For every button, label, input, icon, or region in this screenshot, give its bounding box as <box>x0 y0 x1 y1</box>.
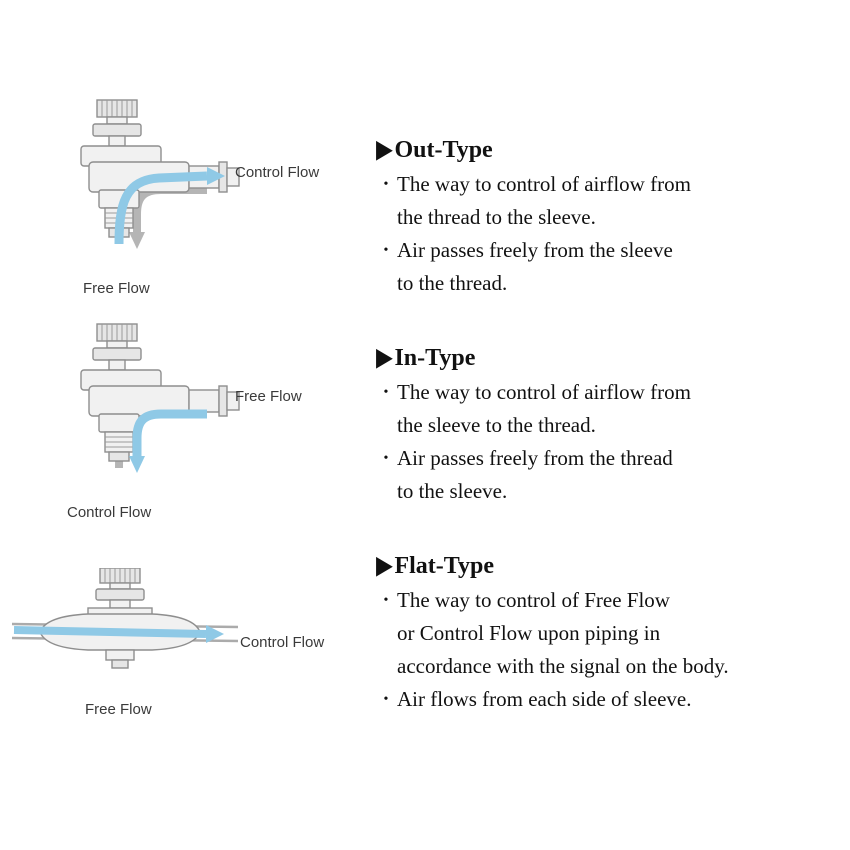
triangle-marker-icon: ▶ <box>376 137 393 163</box>
bullet-icon: • <box>383 243 389 258</box>
thread-lines <box>105 436 133 448</box>
flow-label-bottom: Free Flow <box>83 280 150 297</box>
bullet-line: accordance with the signal on the body. <box>397 654 729 678</box>
heading-label: Out-Type <box>394 137 493 163</box>
lock-nut <box>95 588 145 601</box>
flow-label-side: Free Flow <box>235 388 302 405</box>
bullet-item: • The way to control of Free Flow or Con… <box>375 584 825 683</box>
bullet-icon: • <box>383 692 389 707</box>
bullet-icon: • <box>383 385 389 400</box>
diagram-flat-type: Control Flow Free Flow <box>10 558 380 728</box>
section-heading: ▶In-Type <box>375 342 825 374</box>
triangle-marker-icon: ▶ <box>376 553 393 579</box>
triangle-marker-icon: ▶ <box>376 345 393 371</box>
bullet-line: the sleeve to the thread. <box>397 413 596 437</box>
control-flow-arrowhead <box>207 167 225 185</box>
bullet-line: the thread to the sleeve. <box>397 205 596 229</box>
heading-label: In-Type <box>394 345 476 371</box>
section-heading: ▶Out-Type <box>375 134 825 166</box>
sleeve-tip <box>226 167 240 187</box>
flow-label-bottom: Free Flow <box>85 701 152 718</box>
bullet-text: Air flows from each side of sleeve. <box>397 683 825 716</box>
knurl-lines <box>101 100 133 117</box>
bullet-icon: • <box>383 177 389 192</box>
bottom-hex <box>105 649 135 661</box>
text-flat-type: ▶Flat-Type • The way to control of Free … <box>375 550 825 716</box>
valve-elbow-out-icon <box>80 99 240 249</box>
free-flow-arrow <box>133 186 207 234</box>
sleeve-flange <box>218 385 228 417</box>
valve-elbow-in-icon <box>80 323 240 473</box>
bullet-item: • Air flows from each side of sleeve. <box>375 683 825 716</box>
bullet-text: Air passes freely from the thread to the… <box>397 442 825 508</box>
valve-body <box>80 99 240 238</box>
control-flow-arrowhead <box>129 456 145 473</box>
bullet-item: • The way to control of airflow from the… <box>375 168 825 234</box>
bullet-icon: • <box>383 451 389 466</box>
bullet-line: The way to control of airflow from <box>397 172 691 196</box>
bullet-text: The way to control of airflow from the s… <box>397 376 825 442</box>
diagram-out-type: Control Flow Free Flow <box>45 96 385 311</box>
control-flow-arrow <box>114 171 208 245</box>
valve-stem <box>108 359 126 371</box>
valve-stem <box>109 599 131 609</box>
flow-label-side: Control Flow <box>240 634 325 651</box>
bullet-line: The way to control of Free Flow <box>397 588 670 612</box>
bullet-line: The way to control of airflow from <box>397 380 691 404</box>
knurl-lines <box>101 324 133 341</box>
bullet-item: • The way to control of airflow from the… <box>375 376 825 442</box>
bullet-text: The way to control of Free Flow or Contr… <box>397 584 825 683</box>
knob-neck <box>106 340 128 349</box>
bullet-line: to the thread. <box>397 271 508 295</box>
valve-flat-icon <box>11 568 239 669</box>
bullet-line: Air passes freely from the sleeve <box>397 238 673 262</box>
control-flow-arrow <box>13 626 207 638</box>
bullet-item: • Air passes freely from the thread to t… <box>375 442 825 508</box>
bullet-line: Air passes freely from the thread <box>397 446 673 470</box>
control-flow-arrow <box>132 409 207 458</box>
diagram-in-type: Free Flow Control Flow <box>45 320 385 535</box>
knob-neck <box>106 116 128 125</box>
flow-label-bottom: Control Flow <box>67 504 152 521</box>
lower-pipe <box>98 413 140 433</box>
section-heading: ▶Flat-Type <box>375 550 825 582</box>
bottom-tip <box>111 659 129 669</box>
bullet-text: Air passes freely from the sleeve to the… <box>397 234 825 300</box>
sleeve-tip <box>226 391 240 411</box>
valve-body <box>80 323 240 462</box>
free-flow-arrowhead <box>129 232 145 249</box>
knurl-lines <box>104 568 136 583</box>
sleeve-fitting <box>188 389 220 413</box>
bullet-text: The way to control of airflow from the t… <box>397 168 825 234</box>
bullet-icon: • <box>383 593 389 608</box>
thread-tip <box>108 451 130 462</box>
lock-nut <box>92 347 142 361</box>
bullet-line: Air flows from each side of sleeve. <box>397 687 692 711</box>
flow-label-side: Control Flow <box>235 164 320 181</box>
knob-neck <box>109 582 131 590</box>
text-in-type: ▶In-Type • The way to control of airflow… <box>375 342 825 508</box>
bullet-line: to the sleeve. <box>397 479 508 503</box>
text-out-type: ▶Out-Type • The way to control of airflo… <box>375 134 825 300</box>
heading-label: Flat-Type <box>394 553 495 579</box>
bullet-line: or Control Flow upon piping in <box>397 621 661 645</box>
valve-body <box>39 568 201 669</box>
valve-stem <box>108 135 126 147</box>
control-flow-arrowhead <box>206 625 224 643</box>
lock-nut <box>92 123 142 137</box>
bullet-item: • Air passes freely from the sleeve to t… <box>375 234 825 300</box>
